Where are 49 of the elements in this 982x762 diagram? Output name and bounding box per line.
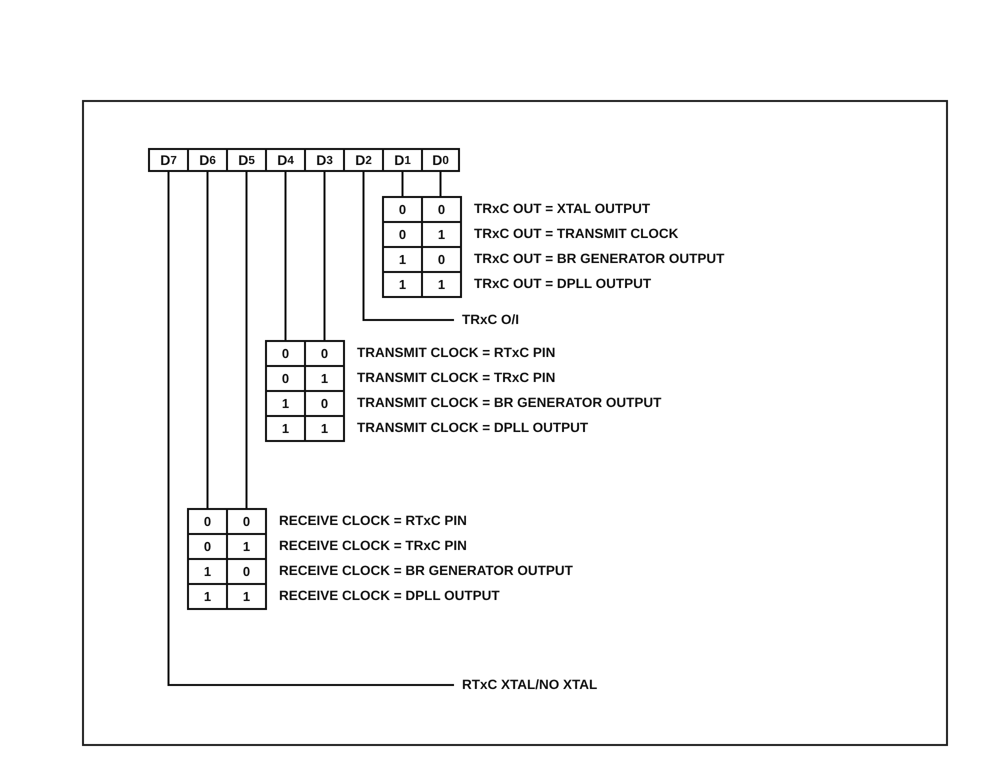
bit-value: 0 [422,197,461,222]
bit-value: 0 [266,341,305,366]
setting-description: TRxC OUT = XTAL OUTPUT [474,201,650,217]
bit-value: 0 [188,534,227,559]
bit-value: 1 [227,584,266,609]
bit-value: 0 [227,559,266,584]
bit-value: 0 [227,509,266,534]
bit-value-table [187,508,267,610]
setting-description: TRANSMIT CLOCK = RTxC PIN [357,345,556,361]
bit-value: 0 [383,222,422,247]
bit-value: 1 [422,222,461,247]
setting-description: RECEIVE CLOCK = RTxC PIN [279,513,467,529]
bit-value: 1 [305,366,344,391]
bit-value: 1 [383,247,422,272]
connector-line [284,172,286,340]
bit-value: 1 [227,534,266,559]
connector-line [168,172,454,686]
bit-value: 0 [305,341,344,366]
setting-description: TRxC OUT = BR GENERATOR OUTPUT [474,251,724,267]
connector-line [362,172,454,321]
bit-value: 0 [266,366,305,391]
bit-value-table [265,340,345,442]
setting-description: RECEIVE CLOCK = DPLL OUTPUT [279,588,500,604]
bit-value: 0 [305,391,344,416]
connector-line [246,172,248,508]
setting-description: TRANSMIT CLOCK = BR GENERATOR OUTPUT [357,395,662,411]
bit-value: 1 [188,559,227,584]
bit-value-table [382,196,462,298]
connector-line [206,172,208,508]
setting-description: RECEIVE CLOCK = TRxC PIN [279,538,467,554]
connector-line [324,172,326,340]
connector-line [440,172,442,196]
bit-value: 1 [266,416,305,441]
setting-description: TRANSMIT CLOCK = TRxC PIN [357,370,556,386]
bit-value: 1 [383,272,422,297]
bit-value: 1 [188,584,227,609]
setting-description: TRANSMIT CLOCK = DPLL OUTPUT [357,420,588,436]
setting-description: TRxC OUT = TRANSMIT CLOCK [474,226,678,242]
bit-value: 0 [383,197,422,222]
signal-name: TRxC O/I [462,312,520,328]
setting-description: RECEIVE CLOCK = BR GENERATOR OUTPUT [279,563,573,579]
bit-value: 1 [422,272,461,297]
bit-value: 0 [188,509,227,534]
bit-value: 1 [266,391,305,416]
connector-line [402,172,404,196]
bit-value: 1 [305,416,344,441]
setting-description: TRxC OUT = DPLL OUTPUT [474,276,652,292]
signal-name: RTxC XTAL/NO XTAL [462,677,598,693]
bit-value: 0 [422,247,461,272]
